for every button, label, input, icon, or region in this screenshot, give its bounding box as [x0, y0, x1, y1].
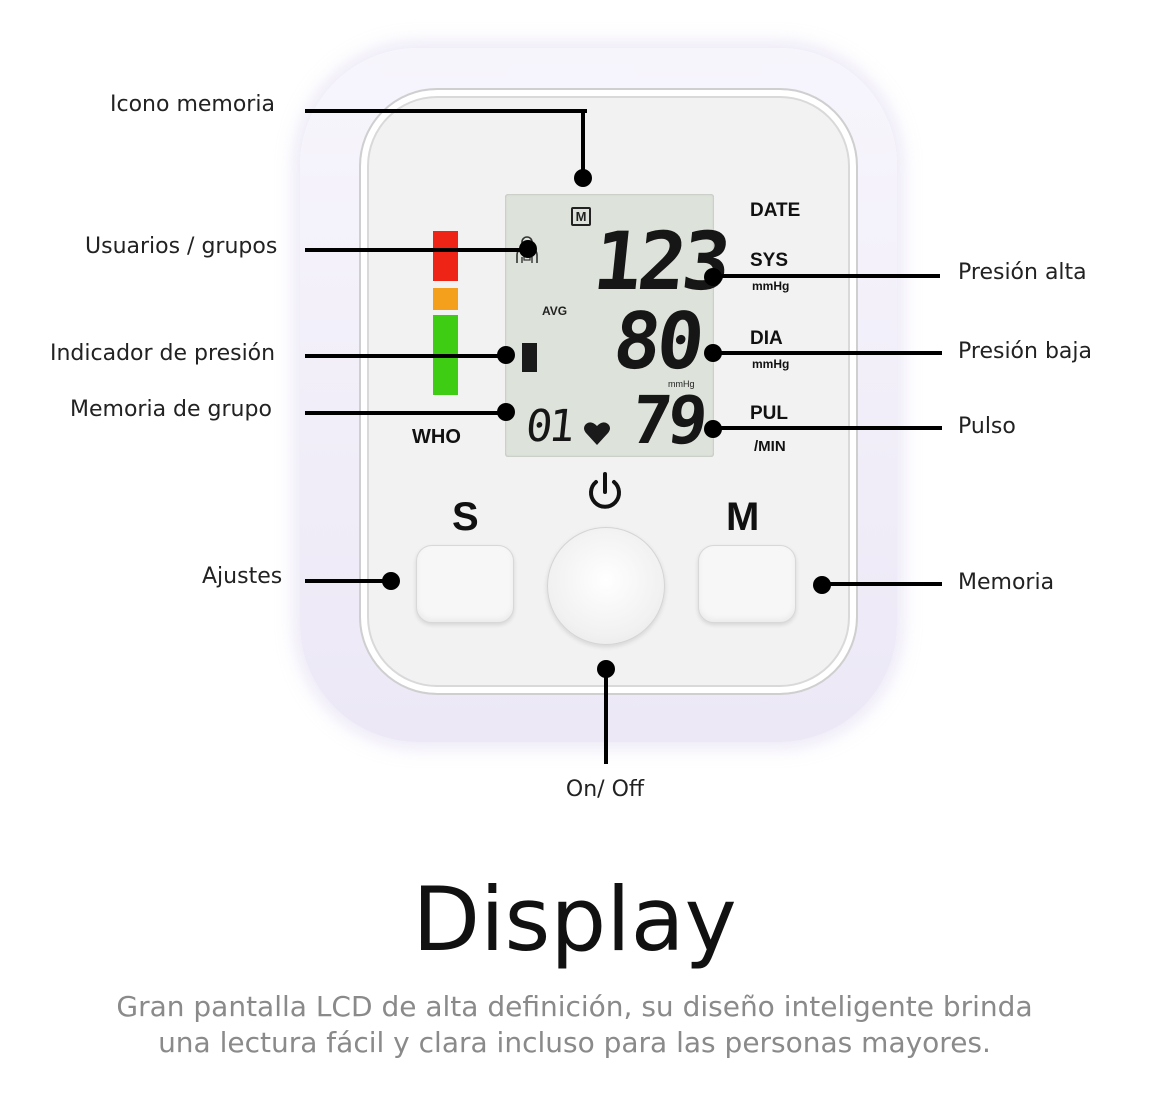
- callout-ajustes: Ajustes: [202, 564, 283, 589]
- settings-button[interactable]: [416, 545, 514, 623]
- leader-line: [604, 668, 608, 764]
- leader-line: [305, 248, 527, 252]
- leader-line: [305, 411, 505, 415]
- m-button-label: M: [726, 495, 760, 539]
- power-button[interactable]: [547, 527, 665, 645]
- leader-dot: [574, 169, 592, 187]
- callout-indicador-presion: Indicador de presión: [50, 341, 276, 366]
- sys-label: SYS: [750, 250, 789, 271]
- leader-line: [712, 274, 940, 278]
- lcd-screen: [505, 194, 714, 457]
- leader-dot: [519, 240, 537, 258]
- who-label: WHO: [412, 426, 461, 448]
- memory-badge-icon: M: [571, 207, 591, 226]
- leader-line: [712, 426, 942, 430]
- dia-label: DIA: [750, 328, 783, 349]
- sys-unit-label: mmHg: [752, 279, 790, 293]
- page-title: Display: [412, 868, 737, 971]
- heart-icon: [584, 422, 610, 445]
- avg-label: AVG: [542, 304, 568, 318]
- callout-on-off: On/ Off: [565, 777, 645, 802]
- dia-unit-label: mmHg: [752, 357, 790, 371]
- callout-pulso: Pulso: [958, 414, 1016, 439]
- date-label: DATE: [750, 200, 801, 221]
- pulse-value: 79: [628, 382, 708, 459]
- systolic-value: 123: [589, 215, 732, 308]
- callout-memoria-grupo: Memoria de grupo: [70, 397, 272, 422]
- group-memory-value: 01: [523, 401, 574, 452]
- leader-line: [305, 354, 505, 358]
- callout-usuarios-grupos: Usuarios / grupos: [85, 234, 278, 259]
- pressure-bar-orange: [433, 288, 458, 310]
- leader-line: [712, 351, 942, 355]
- s-button-label: S: [452, 495, 479, 539]
- pul-label: PUL: [750, 403, 788, 424]
- leader-dot: [497, 346, 515, 364]
- leader-line: [821, 582, 942, 586]
- pul-unit-label: /MIN: [754, 438, 786, 455]
- memory-button[interactable]: [698, 545, 796, 623]
- subtitle-line-1: Gran pantalla LCD de alta definición, su…: [116, 990, 1033, 1023]
- leader-dot: [497, 403, 515, 421]
- diastolic-value: 80: [609, 297, 705, 387]
- callout-presion-baja: Presión baja: [958, 339, 1092, 364]
- leader-line: [581, 109, 585, 177]
- callout-icono-memoria: Icono memoria: [110, 92, 275, 117]
- power-icon: [589, 472, 621, 509]
- subtitle-line-2: una lectura fácil y clara incluso para l…: [158, 1026, 991, 1059]
- leader-dot: [382, 572, 400, 590]
- leader-line: [305, 109, 587, 113]
- lcd-unit-label: mmHg: [668, 379, 695, 389]
- callout-presion-alta: Presión alta: [958, 260, 1087, 285]
- leader-line: [305, 579, 390, 583]
- callout-memoria: Memoria: [958, 570, 1055, 595]
- pressure-indicator-segment: [522, 343, 537, 372]
- pressure-bar-red: [433, 231, 458, 281]
